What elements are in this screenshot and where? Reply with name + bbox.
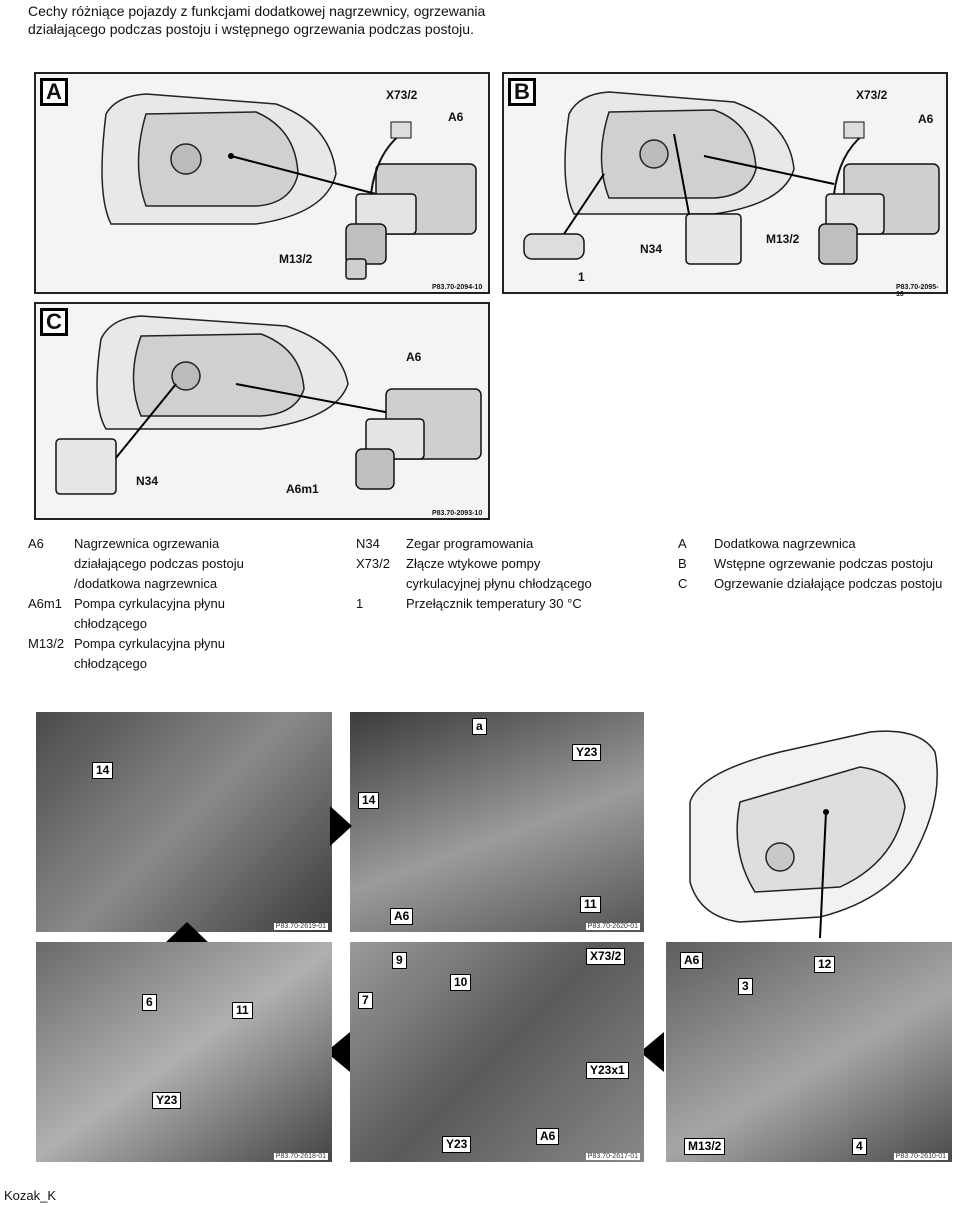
legend-code: N34 bbox=[356, 536, 380, 551]
intro-text: Cechy różniące pojazdy z funkcjami dodat… bbox=[28, 3, 486, 37]
photo-label: X73/2 bbox=[586, 948, 626, 965]
label-a6m1: A6m1 bbox=[286, 482, 319, 496]
legend-text: Dodatkowa nagrzewnica bbox=[714, 536, 856, 551]
figure-ref: P83.70-2618-01 bbox=[273, 1153, 328, 1160]
legend-column-1: A6 Nagrzewnica ogrzewania działającego po… bbox=[28, 534, 318, 674]
label-m13-2: M13/2 bbox=[766, 232, 800, 246]
legend-code: A6m1 bbox=[28, 596, 62, 611]
photo-label: 10 bbox=[450, 974, 472, 991]
photo-label: M13/2 bbox=[684, 1138, 726, 1155]
legend-column-2: N34 Zegar programowania X73/2 Złącze wtyko… bbox=[356, 534, 656, 614]
diagram-panel-c: C A6 N34 A6m1 P83.70-2093-10 bbox=[34, 302, 490, 520]
legend-text: cyrkulacyjnej płynu chłodzącego bbox=[406, 576, 592, 591]
photo-label: 7 bbox=[358, 992, 373, 1009]
label-a6: A6 bbox=[918, 112, 934, 126]
label-m13-2: M13/2 bbox=[279, 252, 313, 266]
photo-label: 11 bbox=[232, 1002, 253, 1019]
photo-label: 6 bbox=[142, 994, 157, 1011]
label-a6: A6 bbox=[448, 110, 464, 124]
photo-pump-connector: 9 X73/2 10 7 Y23x1 Y23 A6 P83.70-2617-01 bbox=[350, 942, 644, 1162]
photo-label: 11 bbox=[580, 896, 601, 913]
legend-code: B bbox=[678, 556, 687, 571]
photo-valve: 6 11 Y23 P83.70-2618-01 bbox=[36, 942, 332, 1162]
photo-label: Y23 bbox=[572, 744, 602, 761]
photo-pump-mount: A6 12 3 M13/2 4 P83.70-2610-01 bbox=[666, 942, 952, 1162]
photo-label: 4 bbox=[852, 1138, 867, 1155]
photo-label: Y23x1 bbox=[586, 1062, 629, 1079]
legend-text: Złącze wtykowe pompy bbox=[406, 556, 541, 571]
arrow-icon bbox=[330, 806, 352, 846]
arrow-icon bbox=[326, 1032, 350, 1072]
legend-code: M13/2 bbox=[28, 636, 65, 651]
arrow-icon bbox=[164, 922, 210, 944]
figure-ref: P83.70-2617-01 bbox=[585, 1153, 640, 1160]
car-diagram bbox=[101, 93, 477, 280]
photo-label: A6 bbox=[680, 952, 704, 969]
label-x73-2: X73/2 bbox=[386, 88, 418, 102]
car-diagram bbox=[523, 91, 940, 265]
panel-letter: C bbox=[40, 308, 68, 336]
photo-label: a bbox=[472, 718, 487, 735]
photo-heater-unit: a Y23 14 A6 11 P83.70-2620-01 bbox=[350, 712, 644, 932]
arrow-icon bbox=[640, 1032, 664, 1072]
label-n34: N34 bbox=[136, 474, 159, 488]
photo-label: Y23 bbox=[152, 1092, 182, 1109]
photo-label: 3 bbox=[738, 978, 753, 995]
legend-code: A bbox=[678, 536, 687, 551]
label-a6: A6 bbox=[406, 350, 422, 364]
photo-label: 14 bbox=[358, 792, 380, 809]
legend-text: Nagrzewnica ogrzewania bbox=[74, 536, 220, 551]
legend-text: Ogrzewanie działające podczas postoju bbox=[714, 576, 943, 591]
panel-letter: B bbox=[508, 78, 536, 106]
legend-text: Pompa cyrkulacyjna płynu bbox=[74, 596, 226, 611]
footer-author: Kozak_K bbox=[4, 1188, 57, 1203]
car-diagram bbox=[55, 315, 482, 495]
legend-code: C bbox=[678, 576, 688, 591]
legend-text: Pompa cyrkulacyjna płynu bbox=[74, 636, 226, 651]
diagram-panel-a: A X73/2 A6 M13/2 P83.70-2094-10 bbox=[34, 72, 490, 294]
figure-ref: P83.70-2093-10 bbox=[432, 510, 483, 517]
figure-ref: P83.70-2094-10 bbox=[432, 284, 483, 291]
photo-label: A6 bbox=[536, 1128, 560, 1145]
figure-ref: P83.70-2095-10 bbox=[896, 284, 939, 298]
figure-ref: P83.70-2620-01 bbox=[585, 923, 640, 930]
legend-code: A6 bbox=[28, 536, 44, 551]
legend-column-3: A Dodatkowa nagrzewnica B Wstępne ogrzewan… bbox=[678, 534, 960, 594]
legend-code: 1 bbox=[356, 596, 364, 611]
figure-ref: P83.70-2619-01 bbox=[273, 923, 328, 930]
photo-label: Y23 bbox=[442, 1136, 472, 1153]
photo-label: 9 bbox=[392, 952, 407, 969]
car-diagram-photo-area bbox=[689, 730, 938, 939]
photo-label: 12 bbox=[814, 956, 836, 973]
legend-text: chłodzącego bbox=[74, 616, 147, 631]
label-1: 1 bbox=[578, 270, 585, 284]
legend-text: Zegar programowania bbox=[406, 536, 534, 551]
photo-label: 14 bbox=[92, 762, 114, 779]
legend-text: /dodatkowa nagrzewnica bbox=[74, 576, 218, 591]
label-n34: N34 bbox=[640, 242, 663, 256]
photo-label: A6 bbox=[390, 908, 414, 925]
legend-text: Wstępne ogrzewanie podczas postoju bbox=[714, 556, 933, 571]
legend-text: Przełącznik temperatury 30 °C bbox=[406, 596, 582, 611]
diagram-panel-b: B X73/2 A6 N34 M13/2 1 P83.70-2095-10 bbox=[502, 72, 948, 298]
label-x73-2: X73/2 bbox=[856, 88, 888, 102]
legend-text: chłodzącego bbox=[74, 656, 147, 671]
legend-code: X73/2 bbox=[356, 556, 390, 571]
photo-heater-hose: 14 P83.70-2619-01 bbox=[36, 712, 332, 932]
legend-text: działającego podczas postoju bbox=[74, 556, 244, 571]
figure-ref: P83.70-2610-01 bbox=[893, 1153, 948, 1160]
panel-letter: A bbox=[40, 78, 68, 106]
